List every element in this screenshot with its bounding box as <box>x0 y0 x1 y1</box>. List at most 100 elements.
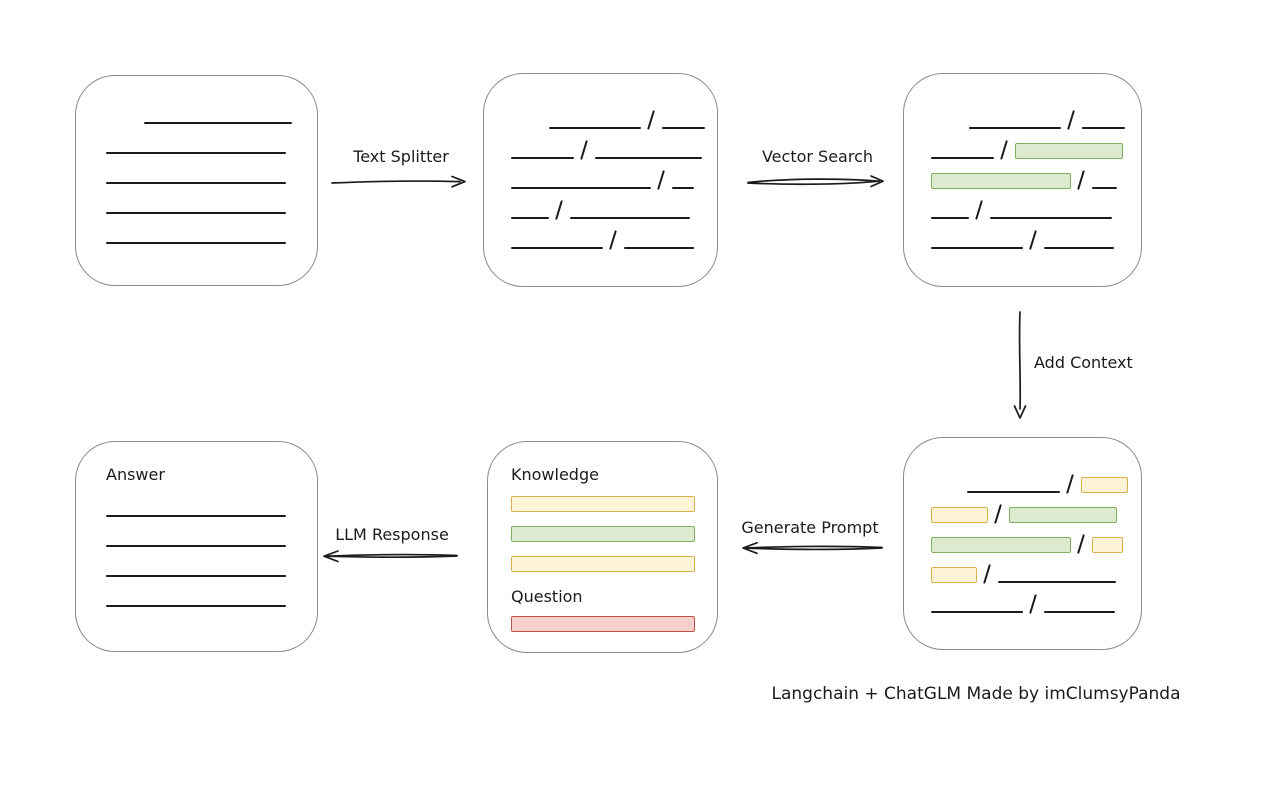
text-line <box>570 217 690 219</box>
text-line <box>106 182 286 184</box>
slash-separator <box>609 231 618 249</box>
slash-separator <box>657 171 666 189</box>
answer-heading: Answer <box>106 465 165 484</box>
text-line <box>511 187 651 189</box>
text-line <box>106 575 286 577</box>
document-text-lines <box>76 76 317 244</box>
text-row <box>931 202 1141 219</box>
text-row <box>511 112 717 129</box>
slash-separator <box>975 201 984 219</box>
answer-text-lines <box>106 500 317 607</box>
text-line <box>998 581 1116 583</box>
llm-response-arrow-icon <box>316 547 460 567</box>
text-row <box>106 560 317 577</box>
text-row <box>931 172 1141 189</box>
text-row <box>106 590 317 607</box>
text-line <box>106 242 286 244</box>
text-line <box>931 157 994 159</box>
vector-search-arrow-icon <box>745 172 890 192</box>
text-line <box>969 127 1061 129</box>
text-row <box>106 107 317 124</box>
text-row <box>931 142 1141 159</box>
text-line <box>662 127 705 129</box>
text-line <box>931 611 1023 613</box>
slash-separator <box>1029 231 1038 249</box>
text-line <box>672 187 694 189</box>
text-line <box>144 122 292 124</box>
vector-search-label: Vector Search <box>761 147 874 166</box>
slash-separator <box>994 505 1003 523</box>
text-line <box>106 515 286 517</box>
text-row <box>511 142 717 159</box>
green-highlight-chunk <box>931 537 1071 553</box>
text-row <box>931 536 1141 553</box>
text-line <box>106 545 286 547</box>
text-line <box>967 491 1060 493</box>
indent-space <box>511 128 543 129</box>
yellow-bar <box>511 556 695 572</box>
text-line <box>106 212 286 214</box>
text-row <box>511 202 717 219</box>
slash-separator <box>647 111 656 129</box>
slash-separator <box>555 201 564 219</box>
question-bars <box>511 616 717 632</box>
text-row <box>511 232 717 249</box>
indent-space <box>931 128 963 129</box>
node-prompt: Knowledge Question <box>487 441 718 653</box>
knowledge-bars <box>511 496 717 572</box>
text-row <box>931 232 1141 249</box>
text-row <box>106 197 317 214</box>
text-row <box>106 500 317 517</box>
text-line <box>1092 187 1117 189</box>
node-split-chunks <box>483 73 718 287</box>
indent-space <box>106 123 138 124</box>
add-context-arrow-icon <box>1012 310 1030 422</box>
text-line <box>511 217 549 219</box>
llm-response-label: LLM Response <box>335 525 449 544</box>
yellow-highlight-chunk <box>931 567 977 583</box>
generate-prompt-arrow-icon <box>733 539 885 559</box>
slash-separator <box>580 141 589 159</box>
text-line <box>931 217 969 219</box>
question-heading: Question <box>511 587 583 606</box>
node-matched-chunks <box>903 73 1142 287</box>
slash-separator <box>1000 141 1009 159</box>
text-row <box>106 227 317 244</box>
text-row <box>511 172 717 189</box>
text-row <box>106 530 317 547</box>
node-answer: Answer <box>75 441 318 652</box>
text-row <box>931 596 1141 613</box>
text-splitter-arrow-icon <box>330 173 470 191</box>
text-line <box>624 247 694 249</box>
node-context-chunks <box>903 437 1142 650</box>
text-line <box>931 247 1023 249</box>
text-row <box>931 566 1141 583</box>
text-line <box>106 152 286 154</box>
text-line <box>106 605 286 607</box>
text-line <box>990 217 1112 219</box>
text-line <box>549 127 641 129</box>
indent-space <box>931 492 961 493</box>
text-row <box>106 167 317 184</box>
text-row <box>931 112 1141 129</box>
slash-separator <box>983 565 992 583</box>
yellow-highlight-chunk <box>1092 537 1123 553</box>
text-line <box>511 247 603 249</box>
text-line <box>1082 127 1125 129</box>
yellow-highlight-chunk <box>1081 477 1128 493</box>
slash-separator <box>1067 111 1076 129</box>
green-highlight-chunk <box>931 173 1071 189</box>
slash-separator <box>1066 475 1075 493</box>
chunk-text-lines <box>484 74 717 249</box>
text-line <box>595 157 702 159</box>
green-highlight-chunk <box>1015 143 1123 159</box>
text-splitter-label: Text Splitter <box>353 147 449 166</box>
slash-separator <box>1077 171 1086 189</box>
node-source-document <box>75 75 318 286</box>
text-row <box>106 137 317 154</box>
green-bar <box>511 526 695 542</box>
text-line <box>1044 247 1114 249</box>
text-line <box>511 157 574 159</box>
generate-prompt-label: Generate Prompt <box>741 518 879 537</box>
